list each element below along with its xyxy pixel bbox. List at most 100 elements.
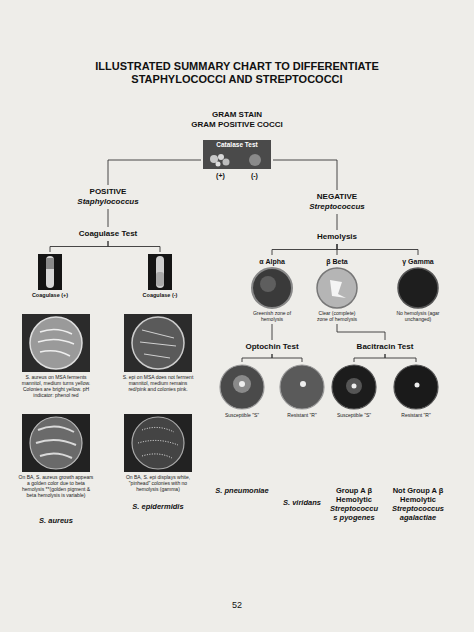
node-box: α AlphaGreenish zone of hemolysis xyxy=(242,255,302,324)
plate-caption: Resistant "R" xyxy=(391,412,441,418)
text-group: Greenish zone of hemolysis xyxy=(249,310,295,322)
page-number: 52 xyxy=(0,600,474,611)
node-box: Optochin Test xyxy=(232,340,312,354)
node-box: Susceptible "S" xyxy=(215,362,269,420)
species-name: Streptococcus agalactiae xyxy=(391,504,445,522)
msa-aureus-plate xyxy=(22,314,90,372)
text-group: S. epidermidis xyxy=(120,502,196,511)
text-group: Streptococcus xyxy=(289,202,385,212)
node-box: On BA, S. aureus growth appears a golden… xyxy=(16,412,96,500)
connector-line xyxy=(108,209,109,227)
plate xyxy=(398,268,438,308)
node-box: Susceptible "S" xyxy=(327,362,381,420)
tube-label: Coagulase (-) xyxy=(132,292,188,299)
text-group: POSITIVE xyxy=(60,187,156,197)
heading-text: Bacitracin Test xyxy=(347,342,423,352)
bacitracin-susceptible-plate xyxy=(332,365,376,409)
text-group: Susceptible "S" xyxy=(217,412,267,418)
connector-line xyxy=(272,324,273,340)
species-name: S. aureus xyxy=(18,516,94,525)
node-box: S. epi on MSA does not ferment mannitol,… xyxy=(118,312,198,394)
zone xyxy=(346,378,362,394)
photo-ground xyxy=(203,140,271,169)
text-group: No hemolysis (agar unchanged) xyxy=(395,310,441,322)
connector-line xyxy=(273,160,337,190)
ba-aureus-plate xyxy=(22,414,90,472)
node-box: β BetaClear (complete) zone of hemolysis xyxy=(307,255,367,324)
connector-line xyxy=(337,214,338,230)
coagulase-positive-tube xyxy=(38,254,62,290)
node-box: S. epidermidis xyxy=(118,500,198,513)
disc xyxy=(352,384,357,389)
streak xyxy=(38,329,74,356)
plate-caption: Clear (complete) zone of hemolysis xyxy=(314,310,360,322)
bacitracin-resistant-plate xyxy=(394,365,438,409)
plate xyxy=(280,365,324,409)
node-box: POSITIVEStaphylococcus xyxy=(58,185,158,209)
text-group: Catalase Test xyxy=(203,140,271,149)
photo-ground xyxy=(22,314,90,372)
text-group: NEGATIVE xyxy=(289,192,385,202)
plate-caption: S. aureus on MSA ferments mannitol, medi… xyxy=(18,374,94,398)
text-group: α Alpha xyxy=(244,257,300,266)
text-group: Resistant "R" xyxy=(277,412,327,418)
msa-epi-plate xyxy=(124,314,192,372)
drop xyxy=(249,154,261,166)
gamma-plate xyxy=(398,268,438,308)
species-group: Group A β Hemolytic xyxy=(328,486,380,504)
node-box: Catalase Test (+) (-) xyxy=(201,138,273,182)
photo-ground xyxy=(148,254,172,290)
photo-ground xyxy=(124,414,192,472)
bubble xyxy=(218,154,224,160)
plate xyxy=(332,365,376,409)
connector-line xyxy=(272,244,337,255)
heading-text: NEGATIVE xyxy=(289,192,385,202)
connector-line xyxy=(50,241,108,252)
node-box: S. viridans xyxy=(262,496,342,509)
text-group: On BA, S. aureus growth appears a golden… xyxy=(18,474,94,498)
streak xyxy=(140,330,176,358)
node-box: Coagulase Test xyxy=(63,227,153,241)
node-box: Bacitracin Test xyxy=(345,340,425,354)
connector-line xyxy=(337,324,385,340)
heading-text: GRAM POSITIVE COCCI xyxy=(169,120,305,130)
disc xyxy=(415,383,420,388)
species-name: S. pneumoniae xyxy=(202,486,282,495)
plate xyxy=(317,268,357,308)
node-box: Group A β HemolyticStreptococcus pyogene… xyxy=(326,484,382,524)
tube xyxy=(156,256,164,288)
zone xyxy=(233,375,251,393)
text-group: Clear (complete) zone of hemolysis xyxy=(314,310,360,322)
heading-text: POSITIVE xyxy=(60,187,156,197)
ba-epi-plate xyxy=(124,414,192,472)
node-box: GRAM STAINGRAM POSITIVE COCCI xyxy=(167,108,307,132)
result-sign: (-) xyxy=(251,171,258,180)
optochin-susceptible-plate xyxy=(220,365,264,409)
tube xyxy=(46,256,54,288)
connector-line xyxy=(108,160,201,185)
text-group: Susceptible "S" xyxy=(329,412,379,418)
text-group: S. epi on MSA does not ferment mannitol,… xyxy=(120,374,196,392)
plate xyxy=(132,317,184,369)
text-group: Group A β Hemolytic xyxy=(328,486,380,504)
node-box: NEGATIVEStreptococcus xyxy=(287,190,387,214)
alpha-plate xyxy=(252,268,292,308)
text-group: S. viridans xyxy=(264,498,340,507)
test-label: Catalase Test xyxy=(203,140,271,149)
plate xyxy=(30,417,82,469)
chart-title: ILLUSTRATED SUMMARY CHART TO DIFFERENTIA… xyxy=(67,60,407,86)
text-group: S. aureus on MSA ferments mannitol, medi… xyxy=(18,374,94,398)
optochin-resistant-plate xyxy=(280,365,324,409)
text-group: GRAM STAIN xyxy=(169,110,305,120)
node-box: Coagulase (+) xyxy=(20,252,80,301)
plate xyxy=(252,268,292,308)
text-group: Optochin Test xyxy=(234,342,310,352)
photo-ground xyxy=(124,314,192,372)
genus-text: Staphylococcus xyxy=(60,197,156,207)
streak xyxy=(36,426,76,458)
plate-caption: S. epi on MSA does not ferment mannitol,… xyxy=(120,374,196,392)
node-box: S. aureus xyxy=(16,514,96,527)
connector-line xyxy=(337,244,418,255)
result-sign: (+) xyxy=(216,171,225,180)
node-box: Not Group A β HemolyticStreptococcus aga… xyxy=(389,484,447,524)
